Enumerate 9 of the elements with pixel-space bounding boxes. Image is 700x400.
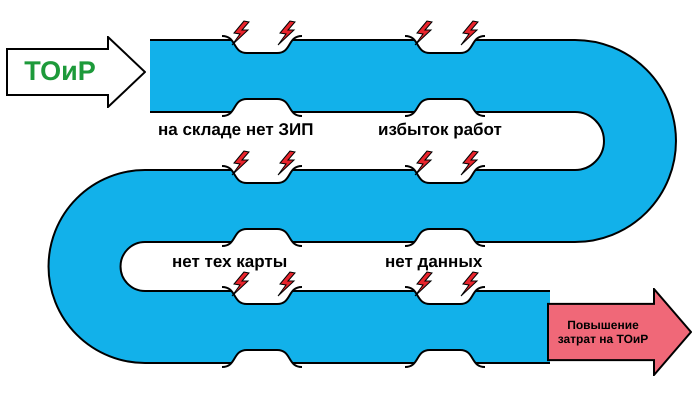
bottleneck-label: нет тех карты (172, 252, 288, 272)
arrow-label: ТОиР (23, 55, 97, 88)
arrow-label: Повышение затрат на ТОиР (556, 316, 650, 348)
bottleneck-label: избыток работ (378, 120, 502, 140)
pipe (50, 41, 675, 362)
bottleneck-label: на складе нет ЗИП (158, 120, 314, 140)
input-arrow (6, 36, 146, 108)
output-arrow (547, 288, 692, 376)
bottleneck-label: нет данных (385, 252, 482, 272)
